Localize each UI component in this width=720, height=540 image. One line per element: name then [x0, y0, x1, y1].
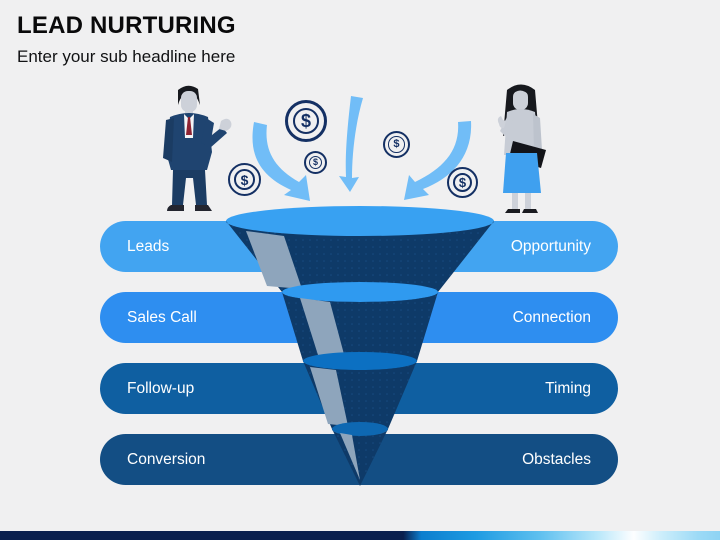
bottom-accent-bar [0, 531, 720, 540]
dollar-glyph: $ [312, 156, 318, 167]
businesswoman-illustration [497, 84, 546, 213]
dollar-glyph: $ [300, 111, 311, 131]
funnel-label-left: Conversion [127, 450, 206, 468]
dollar-coin-icon: $ [304, 151, 327, 174]
funnel-label-right: Obstacles [522, 450, 591, 468]
funnel-label-left: Sales Call [127, 308, 197, 326]
dollar-coin-icon: $ [383, 131, 410, 158]
dollar-glyph: $ [458, 175, 467, 190]
page-subtitle: Enter your sub headline here [17, 47, 236, 66]
funnel-label-left: Leads [127, 237, 170, 255]
coin-inner-ring: $ [452, 172, 473, 193]
businessman-illustration [163, 85, 232, 211]
coin-inner-ring: $ [234, 169, 255, 190]
dollar-glyph: $ [393, 137, 400, 150]
dollar-coin-icon: $ [285, 100, 327, 142]
funnel-row-follow-up: Follow-up Timing [100, 363, 618, 414]
funnel-row-conversion: Conversion Obstacles [100, 434, 618, 485]
dollar-coin-icon: $ [447, 167, 478, 198]
dollar-coin-icon: $ [228, 163, 261, 196]
funnel-row-sales-call: Sales Call Connection [100, 292, 618, 343]
coin-inner-ring: $ [388, 136, 405, 153]
funnel-label-right: Opportunity [510, 237, 591, 255]
funnel-label-right: Connection [512, 308, 591, 326]
dollar-glyph: $ [240, 171, 249, 188]
page-title: LEAD NURTURING [17, 12, 236, 39]
funnel-label-right: Timing [545, 379, 591, 397]
coin-inner-ring: $ [293, 108, 319, 134]
funnel-label-left: Follow-up [127, 379, 195, 397]
funnel-row-leads: Leads Opportunity [100, 221, 618, 272]
down-arrow-icon [339, 96, 363, 192]
coin-inner-ring: $ [308, 155, 323, 170]
